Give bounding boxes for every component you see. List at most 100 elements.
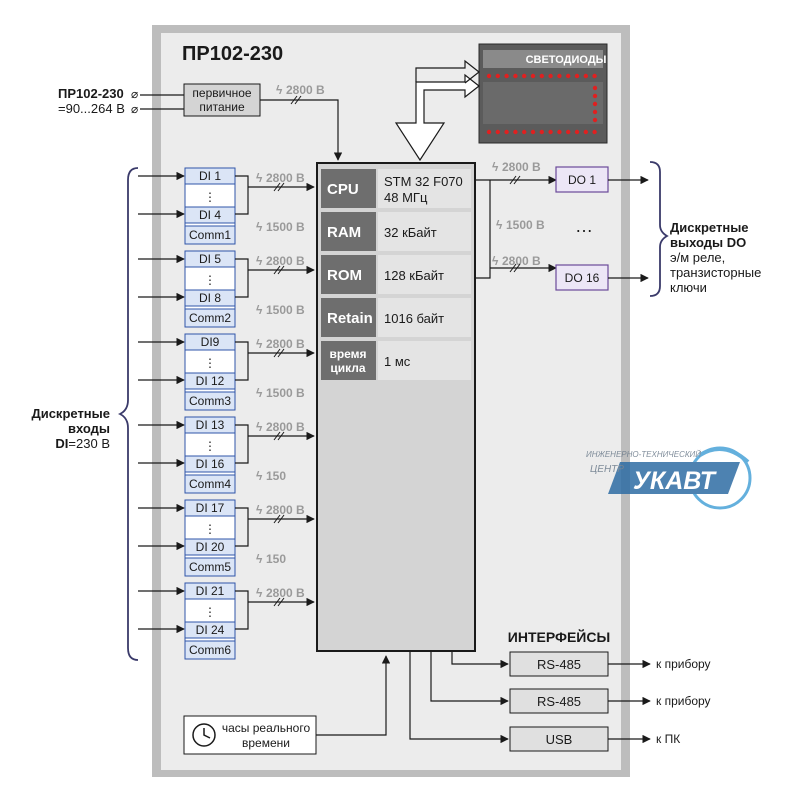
iso-symbol: ϟ xyxy=(256,171,263,185)
iso-value: 2800 В xyxy=(266,586,305,600)
interfaces-title: ИНТЕРФЕЙСЫ xyxy=(508,628,610,645)
watermark-logo: ИНЖЕНЕРНО-ТЕХНИЧЕСКИЙ ЦЕНТР УКАВТ xyxy=(586,446,752,510)
iso-value: 2800 В xyxy=(266,254,305,268)
cpu-row-label2: цикла xyxy=(330,361,366,375)
iso-value: 2800 В xyxy=(266,171,305,185)
interface-name: USB xyxy=(546,732,573,747)
rtc-line2: времени xyxy=(242,736,290,750)
interface-dest: к прибору xyxy=(656,694,711,708)
cpu-row-value: 128 кБайт xyxy=(384,268,444,283)
do-ellipsis: … xyxy=(575,216,593,236)
cpu-row-value: 1016 байт xyxy=(384,311,444,326)
di-first-label: DI 5 xyxy=(199,252,221,266)
iso-do1-value: 2800 В xyxy=(502,160,541,174)
interface-rs485: RS-485 к прибору xyxy=(509,688,711,714)
di-first-label: DI 1 xyxy=(199,169,221,183)
primary-power-line2: питание xyxy=(199,100,245,114)
di-bracket xyxy=(117,167,139,661)
iso-group-value: 150 xyxy=(266,469,286,483)
di-last-label: DI 4 xyxy=(199,208,221,222)
led-dot xyxy=(592,101,598,107)
led-panel-title: СВЕТОДИОДЫ xyxy=(526,54,607,66)
iso-group-value: 1500 В xyxy=(266,220,305,234)
di-last-label: DI 8 xyxy=(199,291,221,305)
led-panel: СВЕТОДИОДЫ xyxy=(478,43,608,144)
led-dot xyxy=(574,73,580,79)
do-side-label: Дискретные выходы DO э/м реле, транзисто… xyxy=(670,220,761,295)
di-vertical-ellipsis: ⋮ xyxy=(204,439,216,453)
iso-group-symbol: ϟ xyxy=(256,386,263,400)
led-dot xyxy=(486,129,492,135)
do16-label: DO 16 xyxy=(565,271,600,285)
do-side-line3: э/м реле, xyxy=(670,250,725,265)
led-dot xyxy=(557,73,562,79)
di-last-label: DI 12 xyxy=(196,374,225,388)
do1-label: DO 1 xyxy=(568,173,596,187)
di-comm-label: Comm3 xyxy=(189,394,231,408)
di-vertical-ellipsis: ⋮ xyxy=(204,273,216,287)
iso-symbol: ϟ xyxy=(256,503,263,517)
cpu-row-value: 1 мс xyxy=(384,354,411,369)
iso-group-symbol: ϟ xyxy=(256,303,263,317)
iso-group-symbol: ϟ xyxy=(256,469,263,483)
cpu-row-value2: 48 МГц xyxy=(384,190,428,205)
iso-group-value: 150 xyxy=(266,552,286,566)
cpu-row-value: 32 кБайт xyxy=(384,225,437,240)
do-side-line2: выходы DO xyxy=(670,235,746,250)
di-last-label: DI 24 xyxy=(196,623,225,637)
svg-text:DI=230 В: DI=230 В xyxy=(55,436,110,451)
iso-power-symbol: ϟ xyxy=(276,83,283,97)
iso-group-symbol: ϟ xyxy=(256,220,263,234)
led-dot xyxy=(592,73,597,79)
di-first-label: DI 13 xyxy=(196,418,225,432)
iso-do16-value: 2800 В xyxy=(502,254,541,268)
di-first-label: DI 21 xyxy=(196,584,225,598)
led-dot xyxy=(539,73,544,79)
di-first-label: DI 17 xyxy=(196,501,225,515)
led-dot xyxy=(513,129,518,135)
di-comm-label: Comm1 xyxy=(189,228,231,242)
iso-symbol: ϟ xyxy=(256,337,263,351)
led-dot xyxy=(583,73,588,79)
di-side-label: Дискретные входы DI=230 В xyxy=(31,406,110,451)
do-side-line5: ключи xyxy=(670,280,707,295)
di-side-line1: Дискретные xyxy=(31,406,110,421)
cpu-row-label: CPU xyxy=(327,181,359,198)
led-dot xyxy=(548,129,553,135)
rtc-line1: часы реального xyxy=(222,721,311,735)
terminal-symbol: ⌀ xyxy=(131,102,138,116)
iso-do16-symbol: ϟ xyxy=(492,254,499,268)
led-dot xyxy=(574,129,580,135)
cpu-row-value: STM 32 F070 xyxy=(384,174,463,189)
led-dot xyxy=(592,109,598,115)
power-input: ПР102-230 =90...264 В ⌀ ⌀ xyxy=(58,86,184,116)
interface-name: RS-485 xyxy=(537,694,581,709)
iso-power-value: 2800 В xyxy=(286,83,325,97)
di-first-label: DI9 xyxy=(201,335,220,349)
rtc-block: часы реального времени xyxy=(183,715,317,755)
iso-do-mid-value: 1500 В xyxy=(506,218,545,232)
do-side-line4: транзисторные xyxy=(670,265,761,280)
led-dot xyxy=(592,129,597,135)
di-side-line2: входы xyxy=(68,421,110,436)
iso-do-symbol: ϟ xyxy=(492,160,499,174)
clock-icon xyxy=(192,723,216,747)
interface-name: RS-485 xyxy=(537,657,581,672)
di-comm-label: Comm2 xyxy=(189,311,231,325)
cpu-row-label: Retain xyxy=(327,310,373,327)
device-title: ПР102-230 xyxy=(182,43,283,65)
do-bracket xyxy=(649,161,669,297)
cpu-row-label: время xyxy=(329,347,366,361)
di-comm-label: Comm5 xyxy=(189,560,231,574)
led-dot xyxy=(495,73,500,79)
interface-dest: к прибору xyxy=(656,657,711,671)
iso-symbol: ϟ xyxy=(256,254,263,268)
led-dot xyxy=(539,129,544,135)
